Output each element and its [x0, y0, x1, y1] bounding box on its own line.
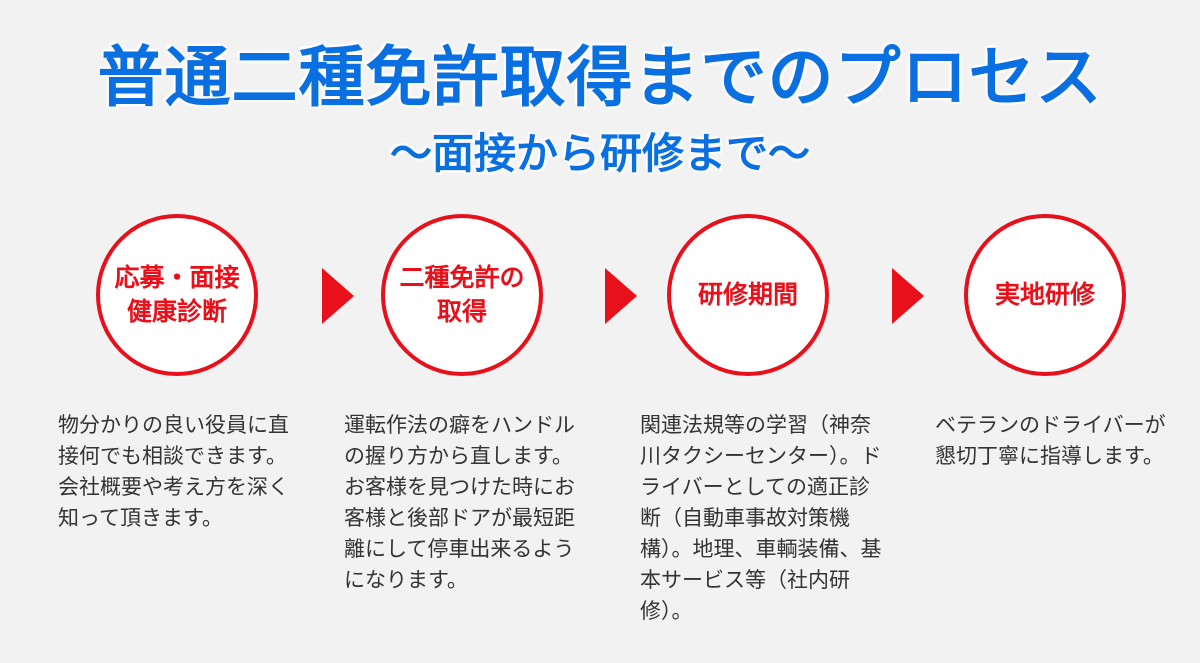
- step-3-description: 関連法規等の学習（神奈川タクシーセンター）。ドライバーとしての適正診断（自動車事…: [640, 413, 882, 623]
- step-2-label: 二種免許の 取得: [399, 263, 525, 326]
- step-3-label: 研修期間: [697, 280, 798, 309]
- right-triangle-icon: [605, 268, 637, 324]
- step-3-circle: 研修期間: [667, 214, 829, 376]
- step-2-description: 運転作法の癖をハンドルの握り方から直します。お客様を見つけた時にお客様と後部ドア…: [344, 413, 575, 592]
- page-title: 普通二種免許取得までのプロセス: [97, 39, 1103, 116]
- step-1-description: 物分かりの良い役員に直接何でも相談できます。会社概要や考え方を深く知って頂きます…: [58, 413, 289, 530]
- step-4-label: 実地研修: [994, 280, 1095, 309]
- step-4-circle: 実地研修: [964, 214, 1126, 376]
- step-4-description: ベテランのドライバーが懇切丁寧に指導します。: [935, 413, 1166, 468]
- step-2-circle: 二種免許の 取得: [381, 214, 543, 376]
- right-triangle-icon: [322, 268, 354, 324]
- step-1-label: 応募・面接 健康診断: [114, 263, 240, 326]
- page-subtitle: 〜面接から研修まで〜: [389, 129, 810, 178]
- right-triangle-icon: [892, 268, 924, 324]
- step-1-circle: 応募・面接 健康診断: [96, 214, 258, 376]
